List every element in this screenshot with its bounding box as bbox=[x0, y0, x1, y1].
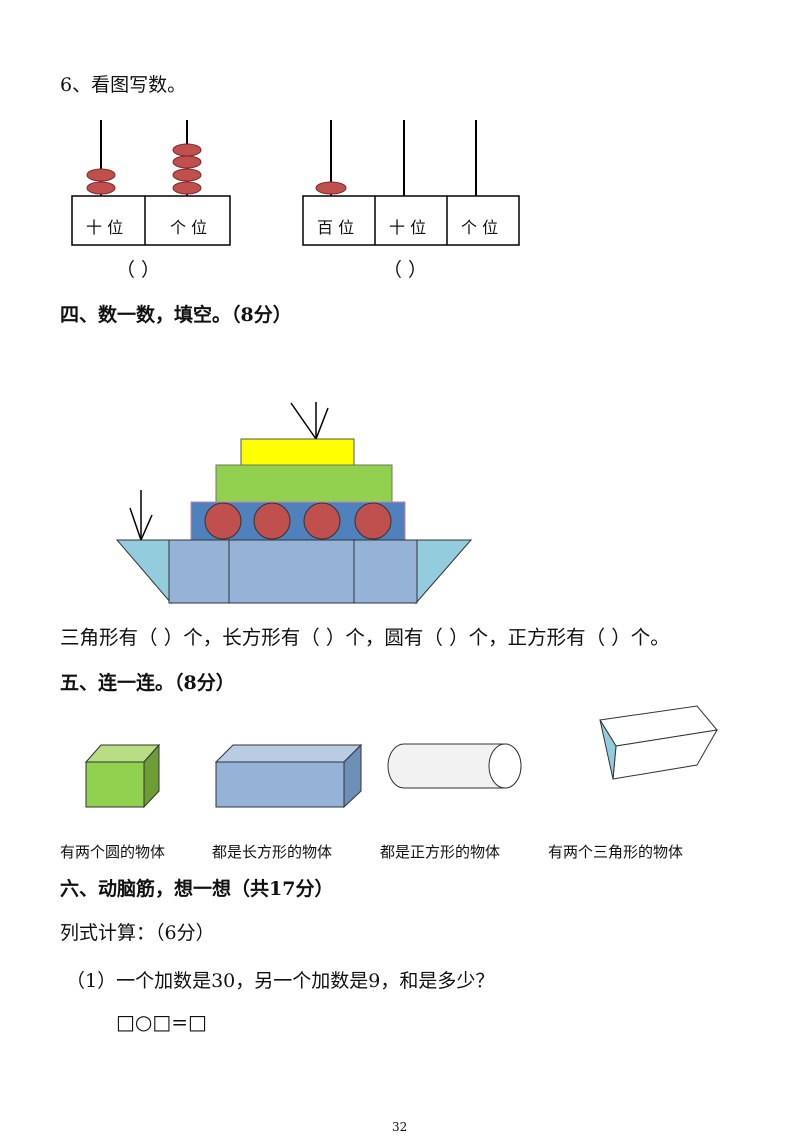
abacus1-label-tens: 十 位 bbox=[86, 218, 124, 237]
section4-title: 四、数一数，填空。（8分） bbox=[60, 304, 292, 326]
label-all-squares: 都是正方形的物体 bbox=[380, 843, 501, 861]
label-all-rectangles: 都是长方形的物体 bbox=[212, 843, 333, 861]
triangular-prism-figure bbox=[599, 705, 718, 780]
circle bbox=[303, 502, 341, 540]
ship-figure bbox=[115, 402, 473, 605]
circle bbox=[204, 502, 242, 540]
section5-title: 五、连一连。（8分） bbox=[60, 672, 235, 694]
label-two-circles: 有两个圆的物体 bbox=[60, 843, 166, 861]
bead bbox=[172, 143, 202, 157]
abacus1-answer-blank[interactable]: （ ） bbox=[116, 259, 161, 281]
section6-title: 六、动脑筋，想一想（共17分） bbox=[60, 878, 334, 900]
formula-template[interactable]: □○□=□ bbox=[116, 1010, 207, 1034]
abacus-tens-ones bbox=[71, 120, 231, 246]
triangle-left bbox=[115, 539, 172, 605]
page-number: 32 bbox=[392, 1120, 408, 1134]
bead bbox=[172, 155, 202, 169]
circle bbox=[253, 502, 291, 540]
abacus2-answer-blank[interactable]: （ ） bbox=[383, 259, 428, 281]
cylinder-figure bbox=[387, 743, 522, 789]
q6-title: 6、看图写数。 bbox=[60, 74, 187, 96]
abacus1-label-ones: 个 位 bbox=[170, 218, 208, 237]
circle bbox=[354, 502, 392, 540]
label-two-triangles: 有两个三角形的物体 bbox=[548, 843, 684, 861]
abacus2-label-ones: 个 位 bbox=[461, 218, 499, 237]
cube-figure bbox=[84, 743, 161, 809]
section4-fill-sentence[interactable]: 三角形有（ ）个，长方形有（ ）个，圆有（ ）个，正方形有（ ）个。 bbox=[60, 626, 670, 649]
bead bbox=[86, 181, 116, 195]
problem-1: （1）一个加数是30，另一个加数是9，和是多少？ bbox=[66, 970, 495, 992]
abacus2-label-hundreds: 百 位 bbox=[317, 218, 355, 237]
abacus-hundreds-tens-ones bbox=[302, 120, 520, 246]
triangle-right bbox=[415, 539, 473, 605]
green-rectangle bbox=[215, 464, 393, 503]
section6-subtitle: 列式计算：（6分） bbox=[60, 922, 215, 944]
abacus2-label-tens: 十 位 bbox=[389, 218, 427, 237]
yellow-rectangle bbox=[240, 438, 355, 466]
cuboid-figure bbox=[214, 743, 363, 809]
bead bbox=[172, 168, 202, 182]
bead bbox=[315, 181, 347, 195]
bead bbox=[86, 168, 116, 182]
bead bbox=[172, 181, 202, 195]
